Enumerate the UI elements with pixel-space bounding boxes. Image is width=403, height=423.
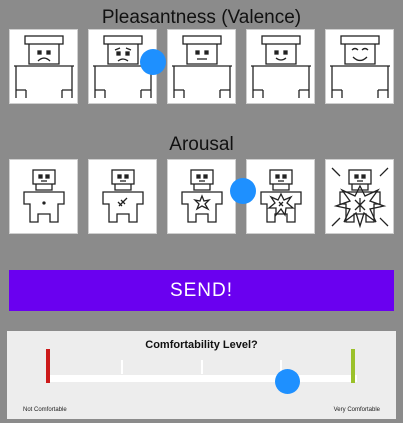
high-arousal-figure-icon xyxy=(259,168,302,223)
max-label: Very Comfortable xyxy=(333,407,380,413)
slider-tick xyxy=(280,360,282,374)
comfortability-slider-track[interactable] xyxy=(47,375,357,382)
arousal-option-5[interactable] xyxy=(325,159,394,234)
slider-tick xyxy=(121,360,123,374)
sad-face-figure-icon xyxy=(13,34,74,98)
valence-title: Pleasantness (Valence) xyxy=(101,7,302,28)
comfortability-slider-thumb[interactable] xyxy=(275,369,300,394)
comfortability-panel: Comfortability Level? Not Comfortable Ve… xyxy=(7,331,396,419)
slider-tick xyxy=(201,360,203,374)
very-high-arousal-figure-icon xyxy=(331,167,388,228)
max-marker xyxy=(351,349,355,383)
arousal-option-3[interactable] xyxy=(167,159,236,234)
valence-option-4[interactable] xyxy=(246,29,315,104)
arousal-option-2[interactable] xyxy=(88,159,157,234)
medium-arousal-figure-icon xyxy=(180,168,223,223)
low-arousal-figure-icon xyxy=(101,168,144,223)
arousal-selection-marker[interactable] xyxy=(230,178,256,204)
happy-face-figure-icon xyxy=(329,34,390,98)
slightly-sad-face-figure-icon xyxy=(92,34,153,98)
valence-option-3[interactable] xyxy=(167,29,236,104)
min-label: Not Comfortable xyxy=(23,407,67,413)
valence-option-5[interactable] xyxy=(325,29,394,104)
arousal-option-4[interactable] xyxy=(246,159,315,234)
arousal-scale xyxy=(9,159,394,236)
slightly-happy-face-figure-icon xyxy=(250,34,311,98)
min-marker xyxy=(46,349,50,383)
calm-figure-icon xyxy=(22,168,65,223)
valence-selection-marker[interactable] xyxy=(140,49,166,75)
valence-scale xyxy=(9,29,394,106)
arousal-title: Arousal xyxy=(169,134,234,155)
neutral-face-figure-icon xyxy=(171,34,232,98)
arousal-option-1[interactable] xyxy=(9,159,78,234)
send-button[interactable]: SEND! xyxy=(9,270,394,311)
valence-option-1[interactable] xyxy=(9,29,78,104)
comfortability-title: Comfortability Level? xyxy=(145,339,258,351)
